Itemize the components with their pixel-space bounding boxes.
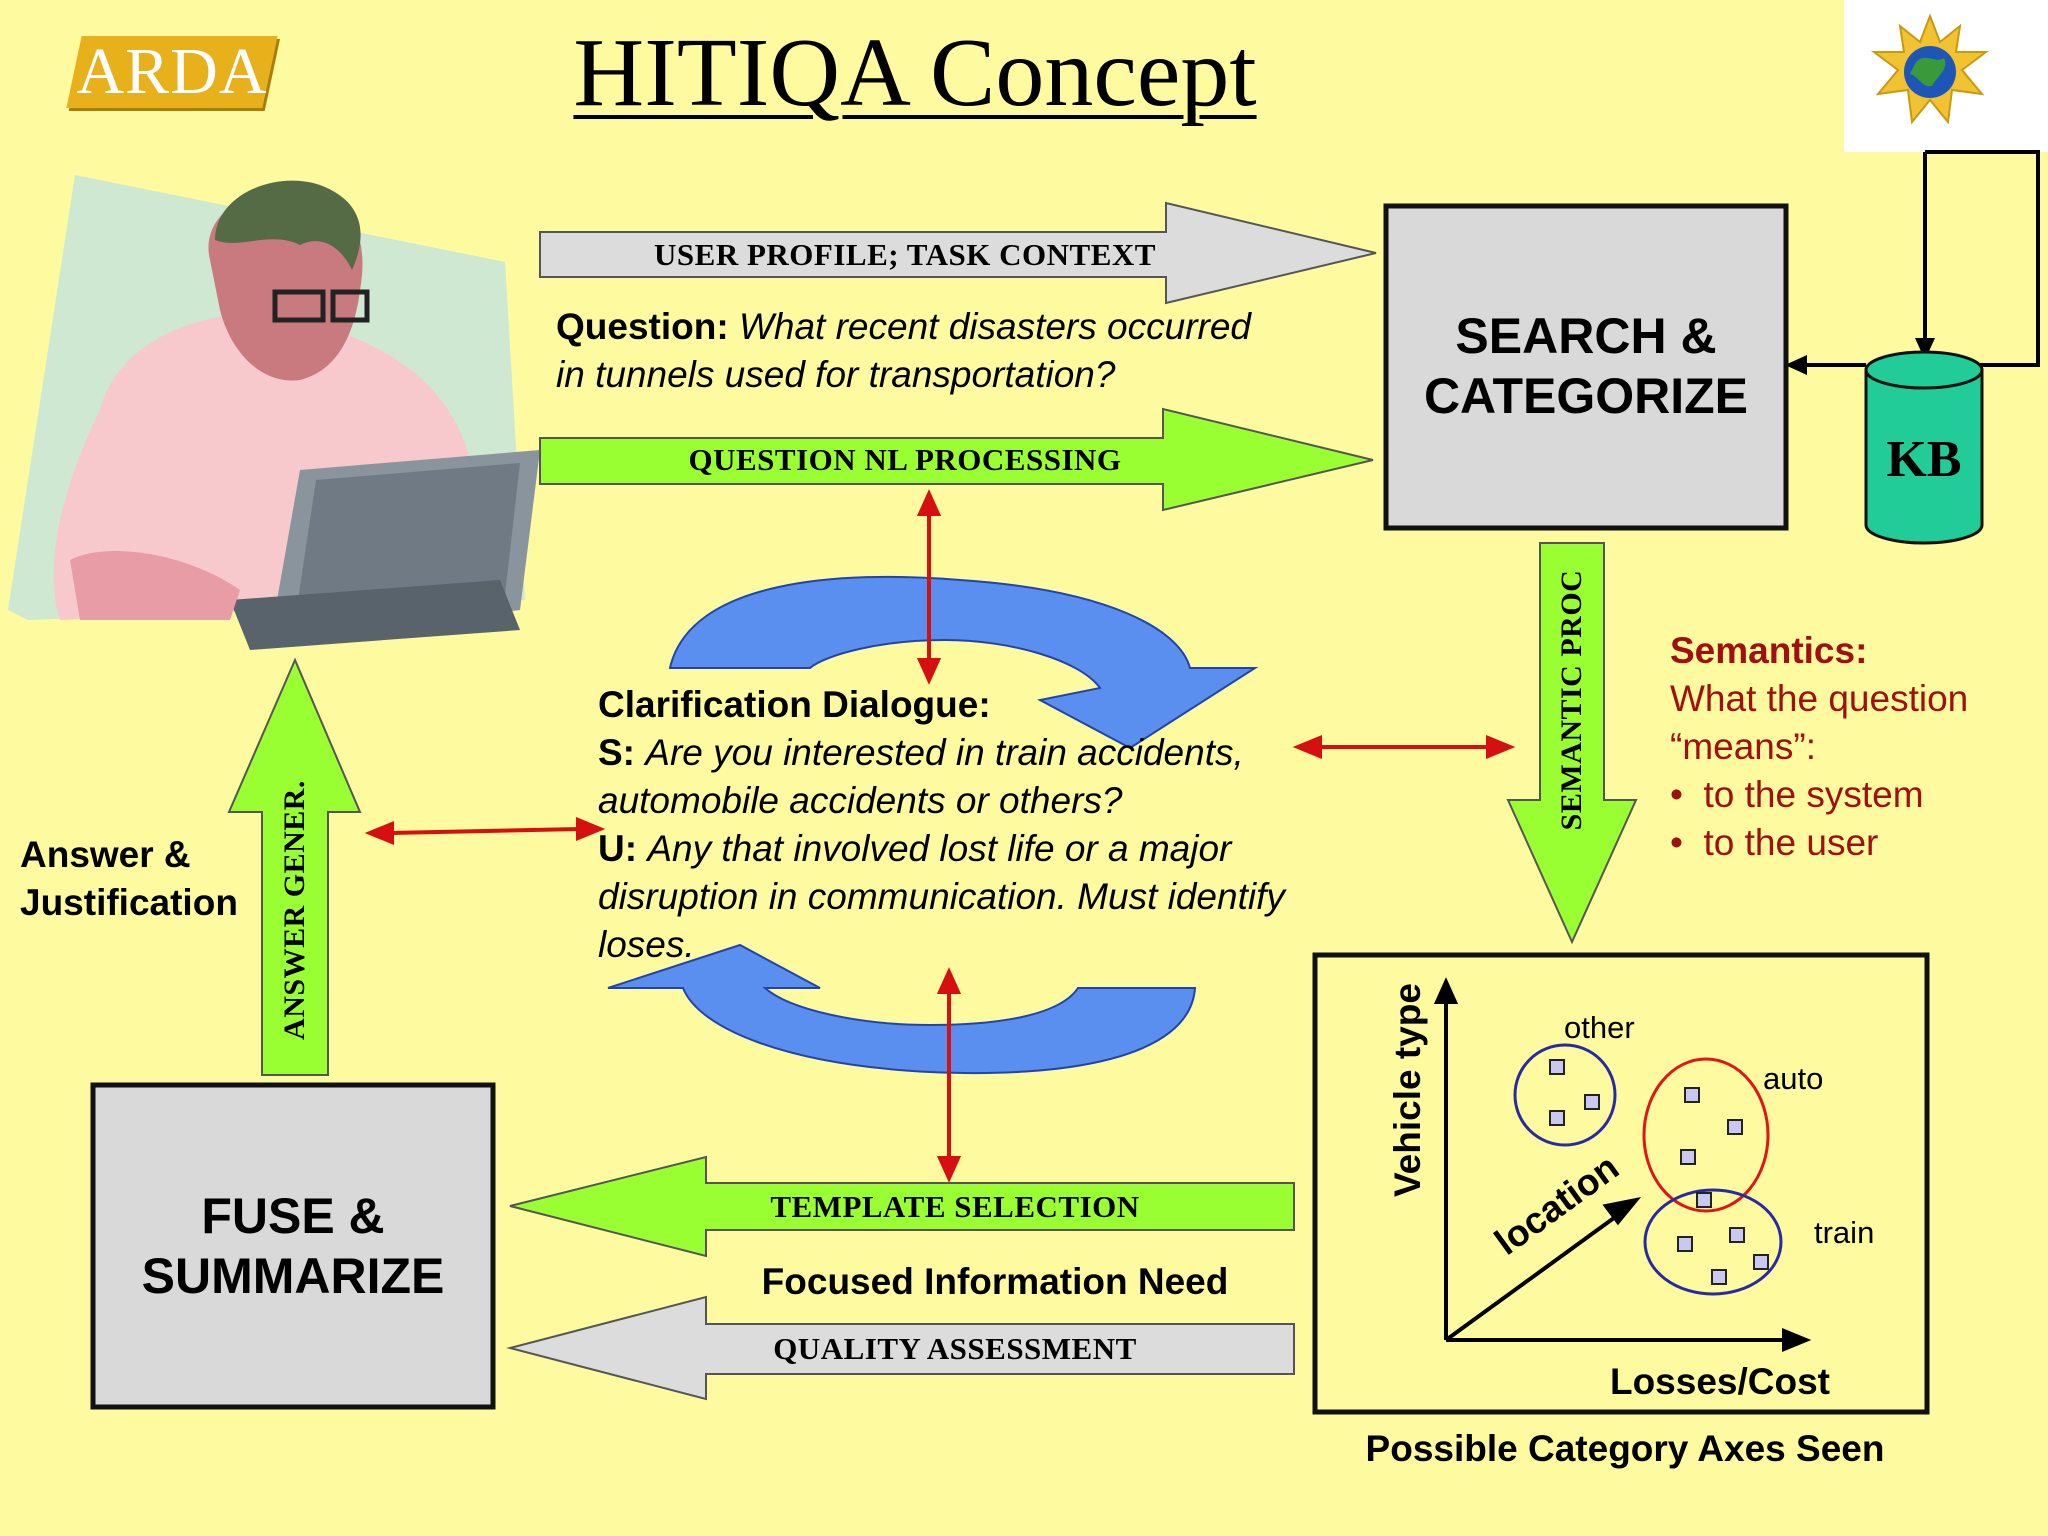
axes-lines — [1433, 977, 1812, 1352]
system-label: S: — [598, 732, 635, 773]
fuse-line1: FUSE & — [201, 1188, 385, 1244]
kb-down-arrowhead — [1915, 338, 1935, 360]
axes-caption: Possible Category Axes Seen — [1365, 1428, 1885, 1469]
search-left-arrowhead — [1785, 355, 1807, 375]
cluster-train — [1643, 1188, 1783, 1296]
page-title: HITIQA Concept — [573, 19, 1257, 127]
user-profile-label: USER PROFILE; TASK CONTEXT — [654, 237, 1156, 272]
semantics-bullet-2: • to the user — [1670, 822, 1879, 863]
seal-logo — [1844, 0, 2048, 152]
semantic-proc-label: SEMANTIC PROC — [1555, 569, 1588, 831]
quality-assessment-label: QUALITY ASSESSMENT — [773, 1331, 1137, 1366]
kb-cylinder — [1864, 350, 1984, 545]
person-at-computer-illustration — [8, 175, 540, 650]
system-line2: automobile accidents or others? — [598, 780, 1123, 821]
user-line1: Any that involved lost life or a major — [647, 828, 1232, 869]
clarification-dialogue: Clarification Dialogue: S: Are you inter… — [598, 681, 1358, 969]
question-text: Question: What recent disasters occurred… — [556, 303, 1336, 399]
question-label: Question: — [556, 306, 729, 347]
focused-information-need: Focused Information Need — [761, 1261, 1229, 1302]
semantics-bullet-1: • to the system — [1670, 774, 1924, 815]
cluster-points — [1549, 1059, 1769, 1285]
category-axes-panel — [1312, 952, 1930, 1415]
kb-feedback-line — [1923, 150, 2040, 367]
fuse-summarize-box — [90, 1082, 496, 1410]
fuse-line2: SUMMARIZE — [141, 1248, 445, 1304]
cluster-auto — [1642, 1057, 1770, 1213]
user-label: U: — [598, 828, 638, 869]
semantics-heading: Semantics: — [1670, 630, 1868, 671]
clarification-heading: Clarification Dialogue: — [598, 684, 991, 725]
x-axis-label: Losses/Cost — [1609, 1361, 1830, 1402]
semantic-proc-arrow — [1506, 542, 1638, 945]
cluster-other — [1513, 1043, 1617, 1147]
cluster-train-label: train — [1814, 1215, 1875, 1250]
kb-label: KB — [1886, 431, 1962, 488]
semantics-block: Semantics: What the question “means”: • … — [1670, 627, 2040, 867]
template-selection-arrow — [509, 1155, 1295, 1258]
arda-logo-text: ARDA — [76, 35, 268, 108]
question-line2: in tunnels used for transportation? — [556, 354, 1116, 395]
clarification-top-curved-arrow — [668, 575, 1259, 750]
fuse-summarize-label: FUSE & SUMMARIZE — [93, 1186, 493, 1306]
semantics-line1: What the question — [1670, 678, 1969, 719]
answer-justification: Answer & Justification — [20, 831, 270, 927]
user-line2: disruption in communication. Must identi… — [598, 876, 1285, 917]
answer-line1: Answer & — [20, 834, 191, 875]
y-axis-label: Vehicle type — [1387, 983, 1428, 1197]
red-double-arrows — [364, 489, 1516, 1183]
system-line1: Are you interested in train accidents, — [645, 732, 1244, 773]
cluster-other-label: other — [1564, 1010, 1635, 1045]
answer-gener-label: ANSWER GENER. — [278, 780, 311, 1040]
answer-gener-arrow — [227, 657, 362, 1076]
question-nl-arrow — [539, 407, 1374, 512]
search-line1: SEARCH & — [1455, 308, 1717, 364]
question-nl-label: QUESTION NL PROCESSING — [688, 442, 1122, 477]
search-line2: CATEGORIZE — [1423, 368, 1749, 424]
user-profile-arrow — [539, 201, 1377, 305]
search-categorize-label: SEARCH & CATEGORIZE — [1386, 306, 1786, 426]
template-selection-label: TEMPLATE SELECTION — [770, 1189, 1140, 1224]
question-line1: What recent disasters occurred — [738, 306, 1251, 347]
search-categorize-box — [1383, 203, 1789, 531]
quality-assessment-arrow — [506, 1295, 1295, 1401]
user-line3: loses. — [598, 924, 695, 965]
clarification-bottom-curved-arrow — [607, 943, 1197, 1075]
semantics-line2: “means”: — [1670, 726, 1816, 767]
cluster-auto-label: auto — [1763, 1061, 1824, 1096]
answer-line2: Justification — [20, 882, 238, 923]
